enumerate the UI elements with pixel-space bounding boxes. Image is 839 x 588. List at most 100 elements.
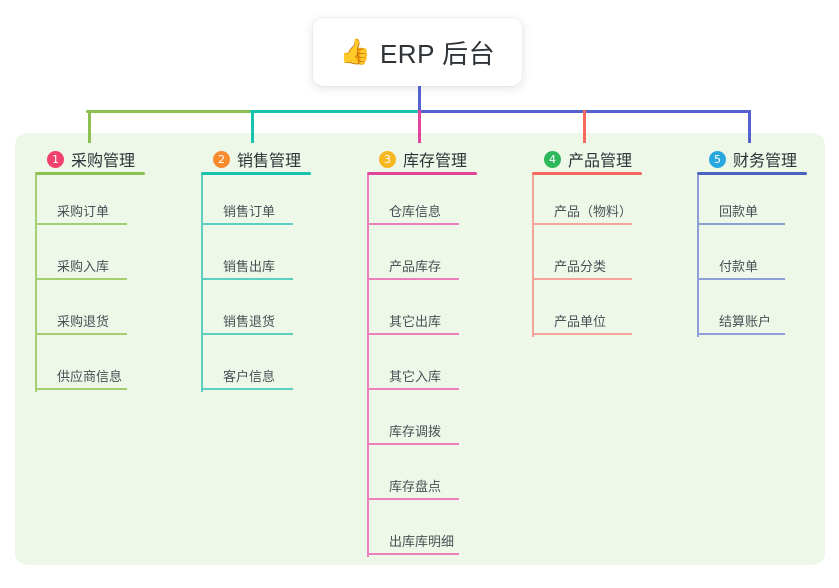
leaf-item-label: 销售订单 <box>223 204 276 219</box>
branch-drop-line-5 <box>748 110 751 143</box>
leaf-item-underline <box>697 278 785 280</box>
branch-spine-2 <box>201 175 203 392</box>
branch-spine-1 <box>35 175 37 392</box>
leaf-item-label: 客户信息 <box>223 369 276 384</box>
branch-drop-line-2 <box>251 110 254 143</box>
leaf-item[interactable]: 采购订单 <box>35 189 127 225</box>
branch-number-badge-3: 3 <box>379 150 396 168</box>
leaf-item-underline <box>201 388 293 390</box>
leaf-item[interactable]: 出库库明细 <box>367 519 459 555</box>
leaf-item-underline <box>532 278 632 280</box>
leaf-item[interactable]: 结算账户 <box>697 299 785 335</box>
branch-title-1: 采购管理 <box>71 153 136 170</box>
leaf-item[interactable]: 产品（物料） <box>532 189 632 225</box>
branch-header-2[interactable]: 2 销售管理 <box>201 143 323 175</box>
leaf-item-label: 仓库信息 <box>389 204 442 219</box>
leaf-item[interactable]: 其它出库 <box>367 299 459 335</box>
leaf-item-underline <box>367 443 459 445</box>
leaf-item[interactable]: 库存盘点 <box>367 464 459 500</box>
leaf-item[interactable]: 客户信息 <box>201 354 293 390</box>
leaf-item-underline <box>367 278 459 280</box>
leaf-item-underline <box>367 498 459 500</box>
leaf-item-label: 库存盘点 <box>389 479 442 494</box>
branch-spine-4 <box>532 175 534 337</box>
leaf-item-underline <box>367 553 459 555</box>
trunk-segment-teal <box>250 110 419 113</box>
leaf-item-underline <box>532 223 632 225</box>
leaf-item-label: 采购订单 <box>57 204 110 219</box>
leaf-item-label: 产品单位 <box>554 314 607 329</box>
branch-header-4[interactable]: 4 产品管理 <box>532 143 654 175</box>
branch-underline-5 <box>697 172 807 175</box>
leaf-item[interactable]: 回款单 <box>697 189 785 225</box>
branch-underline-3 <box>367 172 477 175</box>
branch-number-badge-1: 1 <box>47 150 64 168</box>
branch-drop-line-3 <box>418 110 421 143</box>
branch-drop-line-1 <box>88 110 91 143</box>
leaf-item[interactable]: 库存调拨 <box>367 409 459 445</box>
leaf-item-label: 结算账户 <box>719 314 772 329</box>
leaf-item-label: 销售退货 <box>223 314 276 329</box>
branch-spine-3 <box>367 175 369 557</box>
branch-number-badge-4: 4 <box>544 150 561 168</box>
leaf-item-underline <box>35 333 127 335</box>
leaf-item-underline <box>697 333 785 335</box>
leaf-item-label: 付款单 <box>719 259 759 274</box>
leaf-item-label: 其它入库 <box>389 369 442 384</box>
branch-title-5: 财务管理 <box>733 153 798 170</box>
leaf-item-label: 采购入库 <box>57 259 110 274</box>
branch-underline-4 <box>532 172 642 175</box>
leaf-item-label: 出库库明细 <box>389 534 455 549</box>
leaf-item-underline <box>35 388 127 390</box>
leaf-item[interactable]: 销售订单 <box>201 189 293 225</box>
leaf-item[interactable]: 其它入库 <box>367 354 459 390</box>
branch-title-4: 产品管理 <box>568 153 633 170</box>
leaf-item-underline <box>367 333 459 335</box>
root-node[interactable]: 👍 ERP 后台 <box>313 18 522 86</box>
leaf-item-label: 供应商信息 <box>57 369 123 384</box>
leaf-item-underline <box>201 333 293 335</box>
leaf-item-label: 产品库存 <box>389 259 442 274</box>
leaf-item[interactable]: 采购退货 <box>35 299 127 335</box>
branch-column-1: 1 采购管理采购订单采购入库采购退货供应商信息 <box>35 143 157 392</box>
leaf-item-underline <box>697 223 785 225</box>
branch-underline-1 <box>35 172 145 175</box>
leaf-item-label: 采购退货 <box>57 314 110 329</box>
branch-title-3: 库存管理 <box>403 153 468 170</box>
branch-title-2: 销售管理 <box>237 153 302 170</box>
leaf-item-label: 产品（物料） <box>554 204 633 219</box>
branch-spine-5 <box>697 175 699 337</box>
leaf-item[interactable]: 销售退货 <box>201 299 293 335</box>
leaf-item-underline <box>35 278 127 280</box>
branch-header-5[interactable]: 5 财务管理 <box>697 143 819 175</box>
leaf-item-label: 销售出库 <box>223 259 276 274</box>
leaf-item-label: 库存调拨 <box>389 424 442 439</box>
leaf-item[interactable]: 仓库信息 <box>367 189 459 225</box>
branch-column-4: 4 产品管理产品（物料） 产品分类产品单位 <box>532 143 654 337</box>
leaf-item[interactable]: 产品单位 <box>532 299 632 335</box>
leaf-item-underline <box>532 333 632 335</box>
branch-number-badge-2: 2 <box>213 150 230 168</box>
leaf-item-underline <box>201 223 293 225</box>
leaf-item-underline <box>201 278 293 280</box>
leaf-item-label: 产品分类 <box>554 259 607 274</box>
leaf-item[interactable]: 产品分类 <box>532 244 632 280</box>
branch-header-1[interactable]: 1 采购管理 <box>35 143 157 175</box>
branch-column-2: 2 销售管理销售订单销售出库销售退货客户信息 <box>201 143 323 392</box>
thumbs-up-icon: 👍 <box>339 37 371 66</box>
branch-column-5: 5 财务管理回款单付款单结算账户 <box>697 143 819 337</box>
root-node-content: 👍 ERP 后台 <box>340 34 495 71</box>
leaf-item[interactable]: 产品库存 <box>367 244 459 280</box>
leaf-item[interactable]: 供应商信息 <box>35 354 127 390</box>
leaf-item[interactable]: 采购入库 <box>35 244 127 280</box>
branch-number-badge-5: 5 <box>709 150 726 168</box>
leaf-item-label: 其它出库 <box>389 314 442 329</box>
root-title: ERP 后台 <box>379 38 496 69</box>
leaf-item-underline <box>35 223 127 225</box>
leaf-item[interactable]: 销售出库 <box>201 244 293 280</box>
branch-drop-line-4 <box>583 110 586 143</box>
branch-header-3[interactable]: 3 库存管理 <box>367 143 489 175</box>
leaf-item[interactable]: 付款单 <box>697 244 785 280</box>
leaf-item-underline <box>367 223 459 225</box>
